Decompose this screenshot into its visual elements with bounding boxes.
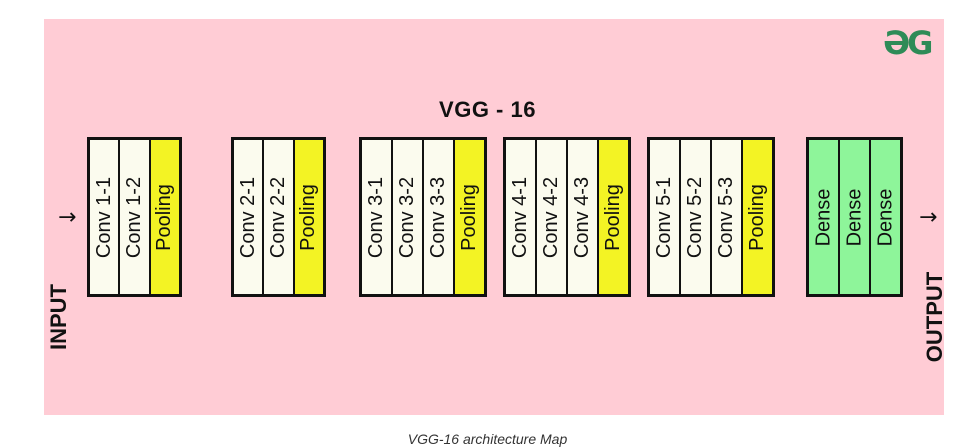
figure-caption: VGG-16 architecture Map: [407, 431, 568, 447]
pool-layer-cell: Pooling: [455, 140, 484, 294]
layer-block-6: Dense Dense Dense: [806, 137, 903, 297]
layer-label: Pooling: [297, 183, 320, 251]
pool-layer-cell: Pooling: [294, 140, 323, 294]
layer-label: Conv 4-1: [509, 176, 531, 258]
output-label: OUTPUT: [922, 271, 948, 363]
layer-label: Dense: [812, 188, 834, 246]
output-arrow-icon: →: [919, 205, 938, 230]
conv-layer-cell: Conv 5-3: [712, 140, 741, 294]
pool-layer-cell: Pooling: [599, 140, 628, 294]
diagram-title: VGG - 16: [439, 97, 536, 122]
layer-label: Conv 3-1: [365, 176, 387, 258]
conv-layer-cell: Conv 1-1: [90, 140, 119, 294]
layer-label: Conv 2-2: [267, 176, 289, 258]
conv-layer-cell: Conv 3-3: [424, 140, 453, 294]
conv-layer-cell: Conv 2-2: [264, 140, 293, 294]
layer-label: Pooling: [746, 183, 768, 251]
conv-layer-cell: Conv 4-3: [568, 140, 597, 294]
diagram-panel: [44, 19, 944, 415]
conv-layer-cell: Conv 2-1: [234, 140, 263, 294]
pool-layer-cell: Pooling: [743, 140, 772, 294]
conv-layer-cell: Conv 3-1: [362, 140, 391, 294]
conv-layer-cell: Conv 1-2: [120, 140, 149, 294]
layer-block-1: Conv 1-1 Conv 1-2 Pooling: [87, 137, 182, 297]
layer-block-2: Conv 2-1 Conv 2-2 Pooling: [231, 137, 326, 297]
conv-layer-cell: Conv 4-1: [506, 140, 535, 294]
layer-block-4: Conv 4-1 Conv 4-2 Conv 4-3 Pooling: [503, 137, 631, 297]
layer-block-3: Conv 3-1 Conv 3-2 Conv 3-3 Pooling: [359, 137, 487, 297]
layer-label: Conv 2-1: [236, 176, 259, 258]
geeksforgeeks-logo: ƏG: [883, 24, 933, 62]
layer-label: Dense: [843, 188, 865, 246]
layer-label: Pooling: [153, 183, 176, 251]
layer-label: Conv 4-3: [571, 176, 593, 258]
layer-label: Dense: [874, 188, 896, 246]
input-label: INPUT: [46, 284, 71, 350]
layer-label: Conv 1-1: [92, 176, 115, 258]
conv-layer-cell: Conv 5-1: [650, 140, 679, 294]
input-arrow-icon: →: [58, 205, 77, 230]
conv-layer-cell: Conv 4-2: [537, 140, 566, 294]
layer-label: Conv 5-2: [684, 176, 706, 258]
dense-layer-cell: Dense: [809, 140, 838, 294]
layer-label: Pooling: [458, 183, 480, 251]
conv-layer-cell: Conv 3-2: [393, 140, 422, 294]
layer-label: Conv 1-2: [123, 176, 145, 258]
layer-label: Conv 5-3: [715, 176, 737, 258]
layer-label: Pooling: [602, 183, 624, 251]
layer-label: Conv 3-2: [396, 176, 418, 258]
dense-layer-cell: Dense: [871, 140, 900, 294]
layer-label: Conv 5-1: [653, 176, 675, 258]
dense-layer-cell: Dense: [840, 140, 869, 294]
pool-layer-cell: Pooling: [150, 140, 179, 294]
layer-label: Conv 3-3: [427, 176, 449, 258]
layer-block-5: Conv 5-1 Conv 5-2 Conv 5-3 Pooling: [647, 137, 775, 297]
layer-label: Conv 4-2: [540, 176, 562, 258]
conv-layer-cell: Conv 5-2: [681, 140, 710, 294]
